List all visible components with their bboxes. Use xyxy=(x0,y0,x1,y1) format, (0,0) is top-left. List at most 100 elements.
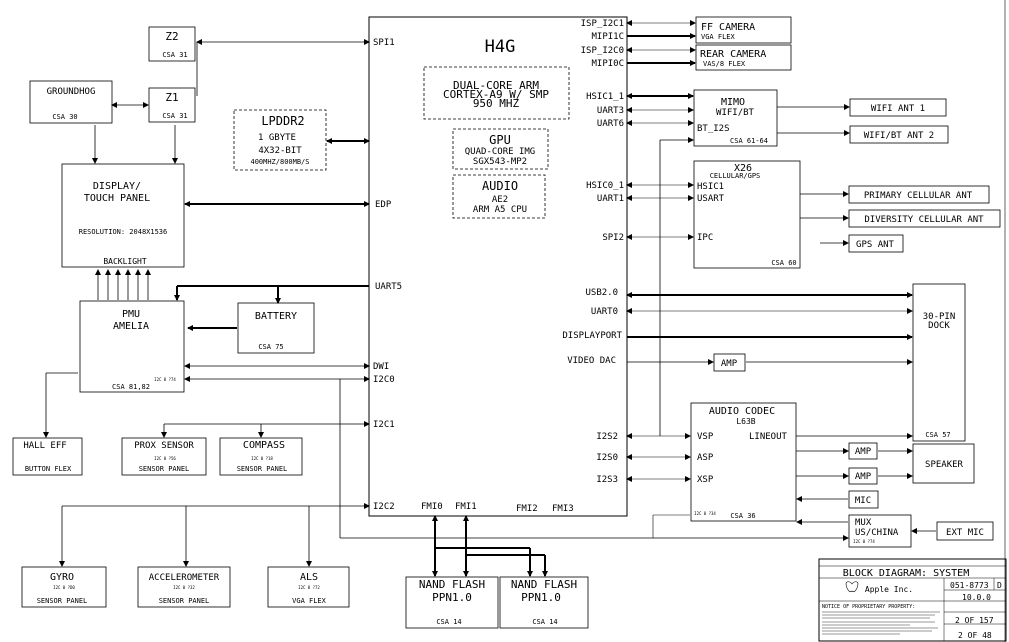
svg-text:GPS ANT: GPS ANT xyxy=(856,240,895,250)
svg-text:DUAL-CORE ARM: DUAL-CORE ARM xyxy=(453,79,539,92)
port-uart5: UART5 xyxy=(375,282,402,292)
svg-text:I2C 0 ?18: I2C 0 ?18 xyxy=(251,456,273,461)
hall-effect-block: HALL EFF BUTTON FLEX xyxy=(12,437,83,476)
mic-block: MIC xyxy=(848,490,879,509)
svg-text:MUX: MUX xyxy=(855,518,872,528)
svg-text:CELLULAR/GPS: CELLULAR/GPS xyxy=(710,172,761,180)
svg-text:LPDDR2: LPDDR2 xyxy=(261,114,304,128)
svg-text:AE2: AE2 xyxy=(492,195,508,205)
svg-text:CSA 31: CSA 31 xyxy=(162,51,187,59)
svg-text:DOCK: DOCK xyxy=(928,321,950,331)
svg-text:CSA 14: CSA 14 xyxy=(436,618,461,626)
svg-text:ASP: ASP xyxy=(697,453,714,463)
svg-text:CSA 75: CSA 75 xyxy=(258,343,283,351)
svg-text:CSA 36: CSA 36 xyxy=(730,512,755,520)
mimo-block: MIMO WIFI/BT BT_I2S CSA 61-64 xyxy=(693,89,778,147)
svg-text:FF CAMERA: FF CAMERA xyxy=(701,22,755,33)
port-i2c2: I2C2 xyxy=(373,502,395,512)
svg-text:AMP: AMP xyxy=(721,359,738,369)
proprietary-notice-title: NOTICE OF PROPRIETARY PROPERTY: xyxy=(822,604,915,610)
svg-text:VAS/8 FLEX: VAS/8 FLEX xyxy=(703,60,746,68)
z1-block: Z1 CSA 31 xyxy=(148,87,196,123)
nand-flash-1: NAND FLASH PPN1.0 CSA 14 xyxy=(405,576,499,629)
svg-text:AUDIO CODEC: AUDIO CODEC xyxy=(709,406,775,417)
amp-1: AMP xyxy=(848,442,878,460)
audio-block xyxy=(452,174,546,219)
h4g-title: H4G xyxy=(485,37,516,57)
gps-ant: GPS ANT xyxy=(848,234,904,253)
svg-text:ARM A5 CPU: ARM A5 CPU xyxy=(473,205,527,215)
svg-text:CSA 81,82: CSA 81,82 xyxy=(112,383,150,391)
proprietary-notice-text-lines xyxy=(822,611,940,635)
dock-30pin: 30-PIN DOCK CSA 57 xyxy=(912,283,966,442)
sheet-number-1: 2 OF 157 xyxy=(955,616,994,625)
svg-text:I2S2: I2S2 xyxy=(596,432,618,442)
svg-text:I2C 0 ?D0: I2C 0 ?D0 xyxy=(53,585,75,590)
port-spi1: SPI1 xyxy=(373,38,395,48)
svg-text:UART6: UART6 xyxy=(597,119,624,129)
svg-text:VIDEO DAC: VIDEO DAC xyxy=(567,356,616,366)
svg-text:DISPLAY/: DISPLAY/ xyxy=(93,181,141,192)
sheet-number-2: 2 OF 48 xyxy=(958,631,992,640)
svg-text:SENSOR PANEL: SENSOR PANEL xyxy=(159,597,210,605)
svg-text:HSIC0_1: HSIC0_1 xyxy=(586,181,624,191)
svg-text:AMELIA: AMELIA xyxy=(113,321,149,332)
svg-text:WIFI/BT: WIFI/BT xyxy=(716,108,755,118)
svg-text:COMPASS: COMPASS xyxy=(243,440,285,451)
port-i2c0: I2C0 xyxy=(373,375,395,385)
svg-text:QUAD-CORE IMG: QUAD-CORE IMG xyxy=(465,147,535,157)
svg-text:CSA 30: CSA 30 xyxy=(52,113,77,121)
svg-text:4X32-BIT: 4X32-BIT xyxy=(258,146,302,156)
svg-text:REAR CAMERA: REAR CAMERA xyxy=(700,49,766,60)
port-edp: EDP xyxy=(375,200,392,210)
svg-text:AMP: AMP xyxy=(855,472,872,482)
h4g-soc: H4G DUAL-CORE ARM CORTEX-A9 W/ SMP 950 M… xyxy=(368,16,628,517)
drawing-title: BLOCK DIAGRAM: SYSTEM xyxy=(843,568,969,579)
svg-text:MIMO: MIMO xyxy=(721,97,745,108)
svg-text:PRIMARY CELLULAR ANT: PRIMARY CELLULAR ANT xyxy=(864,191,973,201)
svg-text:VGA FLEX: VGA FLEX xyxy=(292,597,327,605)
svg-text:AUDIO: AUDIO xyxy=(482,179,518,193)
wifi-ant-1: WIFI ANT 1 xyxy=(849,98,947,117)
svg-text:GYRO: GYRO xyxy=(50,572,74,583)
svg-text:SENSOR PANEL: SENSOR PANEL xyxy=(237,465,288,473)
svg-text:RESOLUTION: 2048X1536: RESOLUTION: 2048X1536 xyxy=(79,228,168,236)
svg-text:WIFI/BT ANT 2: WIFI/BT ANT 2 xyxy=(864,131,934,141)
drawing-title-block: BLOCK DIAGRAM: SYSTEM Apple Inc. 051-877… xyxy=(818,558,1007,642)
als-block: ALS I2C 0 ?72 VGA FLEX xyxy=(267,566,350,608)
svg-text:HSIC1_1: HSIC1_1 xyxy=(586,92,624,102)
svg-text:L63B: L63B xyxy=(736,417,755,426)
svg-text:BUTTON FLEX: BUTTON FLEX xyxy=(25,465,72,473)
display-block: DISPLAY/ TOUCH PANEL RESOLUTION: 2048X15… xyxy=(61,163,185,268)
svg-text:ALS: ALS xyxy=(300,572,318,583)
port-dwi: DWI xyxy=(373,362,389,372)
svg-text:UART1: UART1 xyxy=(597,194,624,204)
svg-text:Z1: Z1 xyxy=(165,91,178,104)
svg-text:I2C 0 ?32: I2C 0 ?32 xyxy=(173,585,195,590)
battery-block: BATTERY CSA 75 xyxy=(237,302,315,354)
z2-block: Z2 CSA 31 xyxy=(148,26,196,62)
svg-text:UART0: UART0 xyxy=(591,307,618,317)
svg-text:FMI1: FMI1 xyxy=(455,502,477,512)
svg-text:CSA 57: CSA 57 xyxy=(925,431,950,439)
svg-text:FMI3: FMI3 xyxy=(552,504,574,514)
connection-wires xyxy=(43,0,1006,642)
svg-text:CORTEX-A9 W/ SMP: CORTEX-A9 W/ SMP xyxy=(443,88,549,101)
svg-text:PPN1.0: PPN1.0 xyxy=(432,591,472,604)
gyro-block: GYRO I2C 0 ?D0 SENSOR PANEL xyxy=(21,566,107,608)
svg-text:BT_I2S: BT_I2S xyxy=(697,124,730,134)
gpu-block xyxy=(452,128,549,170)
svg-text:DISPLAYPORT: DISPLAYPORT xyxy=(562,331,622,341)
pmu-block: PMU AMELIA I2C 0 ?74 CSA 81,82 xyxy=(79,300,185,393)
svg-text:PMU: PMU xyxy=(122,309,140,320)
primary-cellular-ant: PRIMARY CELLULAR ANT xyxy=(848,185,990,204)
svg-text:US/CHINA: US/CHINA xyxy=(855,528,899,538)
svg-text:DIVERSITY CELLULAR ANT: DIVERSITY CELLULAR ANT xyxy=(864,215,984,225)
svg-text:SENSOR PANEL: SENSOR PANEL xyxy=(139,465,190,473)
svg-text:ACCELEROMETER: ACCELEROMETER xyxy=(149,573,220,583)
svg-text:I2C 0 ?74: I2C 0 ?74 xyxy=(853,539,875,544)
diversity-cellular-ant: DIVERSITY CELLULAR ANT xyxy=(848,209,1001,228)
svg-text:GROUNDHOG: GROUNDHOG xyxy=(47,87,96,97)
svg-text:I2C 0 ?56: I2C 0 ?56 xyxy=(154,456,176,461)
groundhog-block: GROUNDHOG CSA 30 xyxy=(29,80,113,124)
